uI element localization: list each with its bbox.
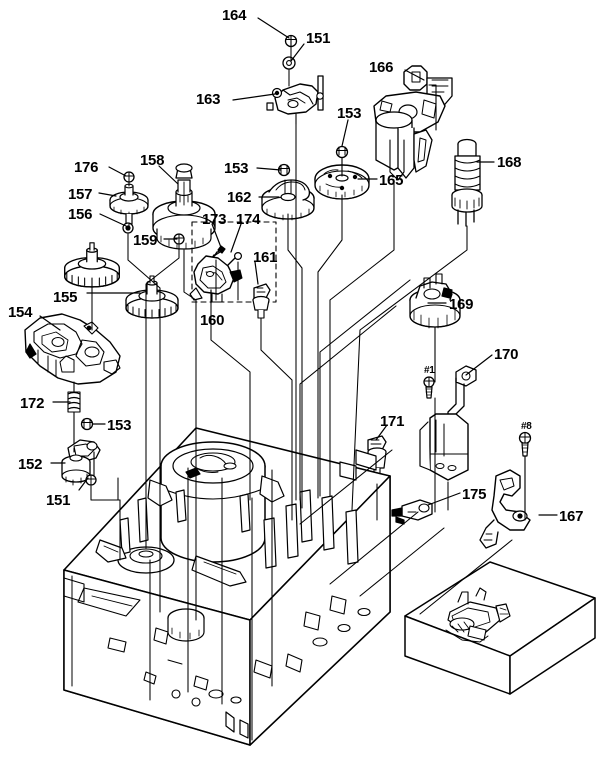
callout-164: 164 bbox=[222, 7, 247, 24]
part-162-cam-gear bbox=[261, 179, 315, 221]
part-171-pin bbox=[367, 435, 387, 483]
leader-line-151b bbox=[78, 477, 89, 491]
callout-176: 176 bbox=[74, 159, 99, 176]
callout-155: 155 bbox=[53, 289, 78, 306]
callout-154: 154 bbox=[8, 304, 33, 321]
leader-line-166 bbox=[404, 69, 425, 81]
callout-167: 167 bbox=[559, 508, 584, 525]
part-167-bracket bbox=[479, 469, 531, 549]
part-155-gear-b bbox=[125, 275, 179, 319]
part-154-head-bracket bbox=[24, 313, 121, 385]
callout-160: 160 bbox=[200, 312, 225, 329]
callout-161: 161 bbox=[253, 249, 278, 266]
callout-152: 152 bbox=[18, 456, 43, 473]
leader-line-171 bbox=[375, 424, 388, 441]
screw-mark-1-fastener bbox=[423, 376, 435, 399]
part-157-pulley bbox=[109, 183, 149, 225]
callout-leader-lines bbox=[39, 17, 558, 516]
part-172-spring bbox=[67, 381, 81, 449]
part-153-screw-lower bbox=[80, 417, 94, 431]
leader-line-163 bbox=[232, 93, 276, 101]
leader-line-174 bbox=[230, 223, 242, 253]
callout-168: 168 bbox=[497, 154, 522, 171]
part-163-lever-assembly bbox=[266, 75, 324, 125]
leader-line-164 bbox=[257, 17, 290, 39]
part-153-screw-upper bbox=[335, 145, 349, 159]
leader-line-153a bbox=[341, 119, 349, 147]
callout-174: 174 bbox=[236, 211, 261, 228]
dashed-subassembly-box-160 bbox=[191, 221, 277, 303]
callout-156: 156 bbox=[68, 206, 93, 223]
callout-165: 165 bbox=[379, 172, 404, 189]
leader-line-161 bbox=[254, 261, 259, 285]
part-158-idler-assembly bbox=[152, 163, 216, 250]
callout-169: 169 bbox=[449, 296, 474, 313]
callout-163: 163 bbox=[196, 91, 221, 108]
part-175-clamp bbox=[391, 499, 433, 525]
leader-line-156 bbox=[99, 213, 127, 227]
part-168-capstan-motor bbox=[451, 138, 483, 227]
part-176-screw bbox=[123, 171, 135, 183]
part-156-washer bbox=[122, 222, 134, 234]
callout-166: 166 bbox=[369, 59, 394, 76]
callout-151b: 151 bbox=[46, 492, 71, 509]
callout-171: 171 bbox=[380, 413, 405, 430]
part-169-motor bbox=[409, 273, 461, 371]
callout-153b: 153 bbox=[224, 160, 249, 177]
callout-153a: 153 bbox=[337, 105, 362, 122]
callout-173: 173 bbox=[202, 211, 227, 228]
leader-line-151a bbox=[290, 43, 305, 62]
callout-159: 159 bbox=[133, 232, 158, 249]
part-164-screw bbox=[284, 34, 298, 48]
leader-line-175 bbox=[427, 492, 461, 506]
part-166-bracket bbox=[373, 65, 453, 181]
leader-line-170 bbox=[465, 354, 493, 376]
callout-158: 158 bbox=[140, 152, 165, 169]
leader-line-154 bbox=[39, 315, 61, 331]
callout-172: 172 bbox=[20, 395, 45, 412]
leader-line-157 bbox=[98, 192, 117, 197]
part-160-lever bbox=[189, 255, 243, 303]
callout-162: 162 bbox=[227, 189, 252, 206]
detail-inset-box bbox=[404, 561, 596, 695]
part-161-roller bbox=[252, 283, 271, 319]
part-153-screw-mid bbox=[277, 163, 291, 177]
assembly-guide-lines bbox=[73, 46, 526, 741]
callout-157: 157 bbox=[68, 186, 93, 203]
leader-line-158 bbox=[158, 165, 179, 185]
main-chassis-base bbox=[63, 427, 391, 746]
screw-mark-8: #8 bbox=[521, 421, 532, 432]
leader-line-176 bbox=[108, 166, 127, 177]
callout-175: 175 bbox=[462, 486, 487, 503]
callout-151a: 151 bbox=[306, 30, 331, 47]
leader-line-153b bbox=[256, 167, 282, 171]
callout-153c: 153 bbox=[107, 417, 132, 434]
callout-170: 170 bbox=[494, 346, 519, 363]
leader-line-173 bbox=[211, 223, 223, 251]
screw-mark-1: #1 bbox=[424, 365, 435, 376]
part-151-nut-bottom bbox=[85, 474, 97, 486]
